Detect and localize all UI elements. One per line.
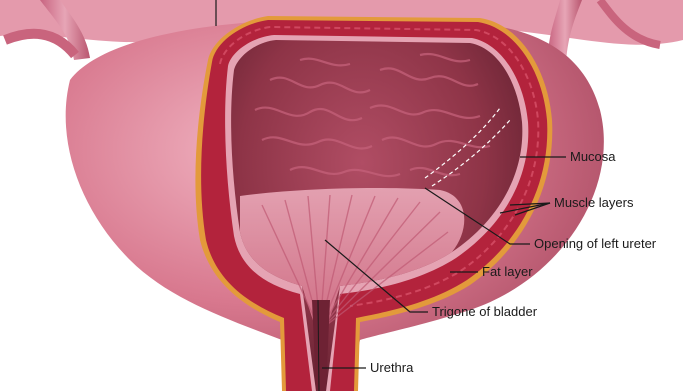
label-urethra: Urethra <box>370 361 413 374</box>
label-muscle-layers: Muscle layers <box>554 196 633 209</box>
label-mucosa: Mucosa <box>570 150 616 163</box>
label-fat-layer: Fat layer <box>482 265 533 278</box>
label-trigone-of-bladder: Trigone of bladder <box>432 305 537 318</box>
label-opening-of-left-ureter: Opening of left ureter <box>534 237 656 250</box>
